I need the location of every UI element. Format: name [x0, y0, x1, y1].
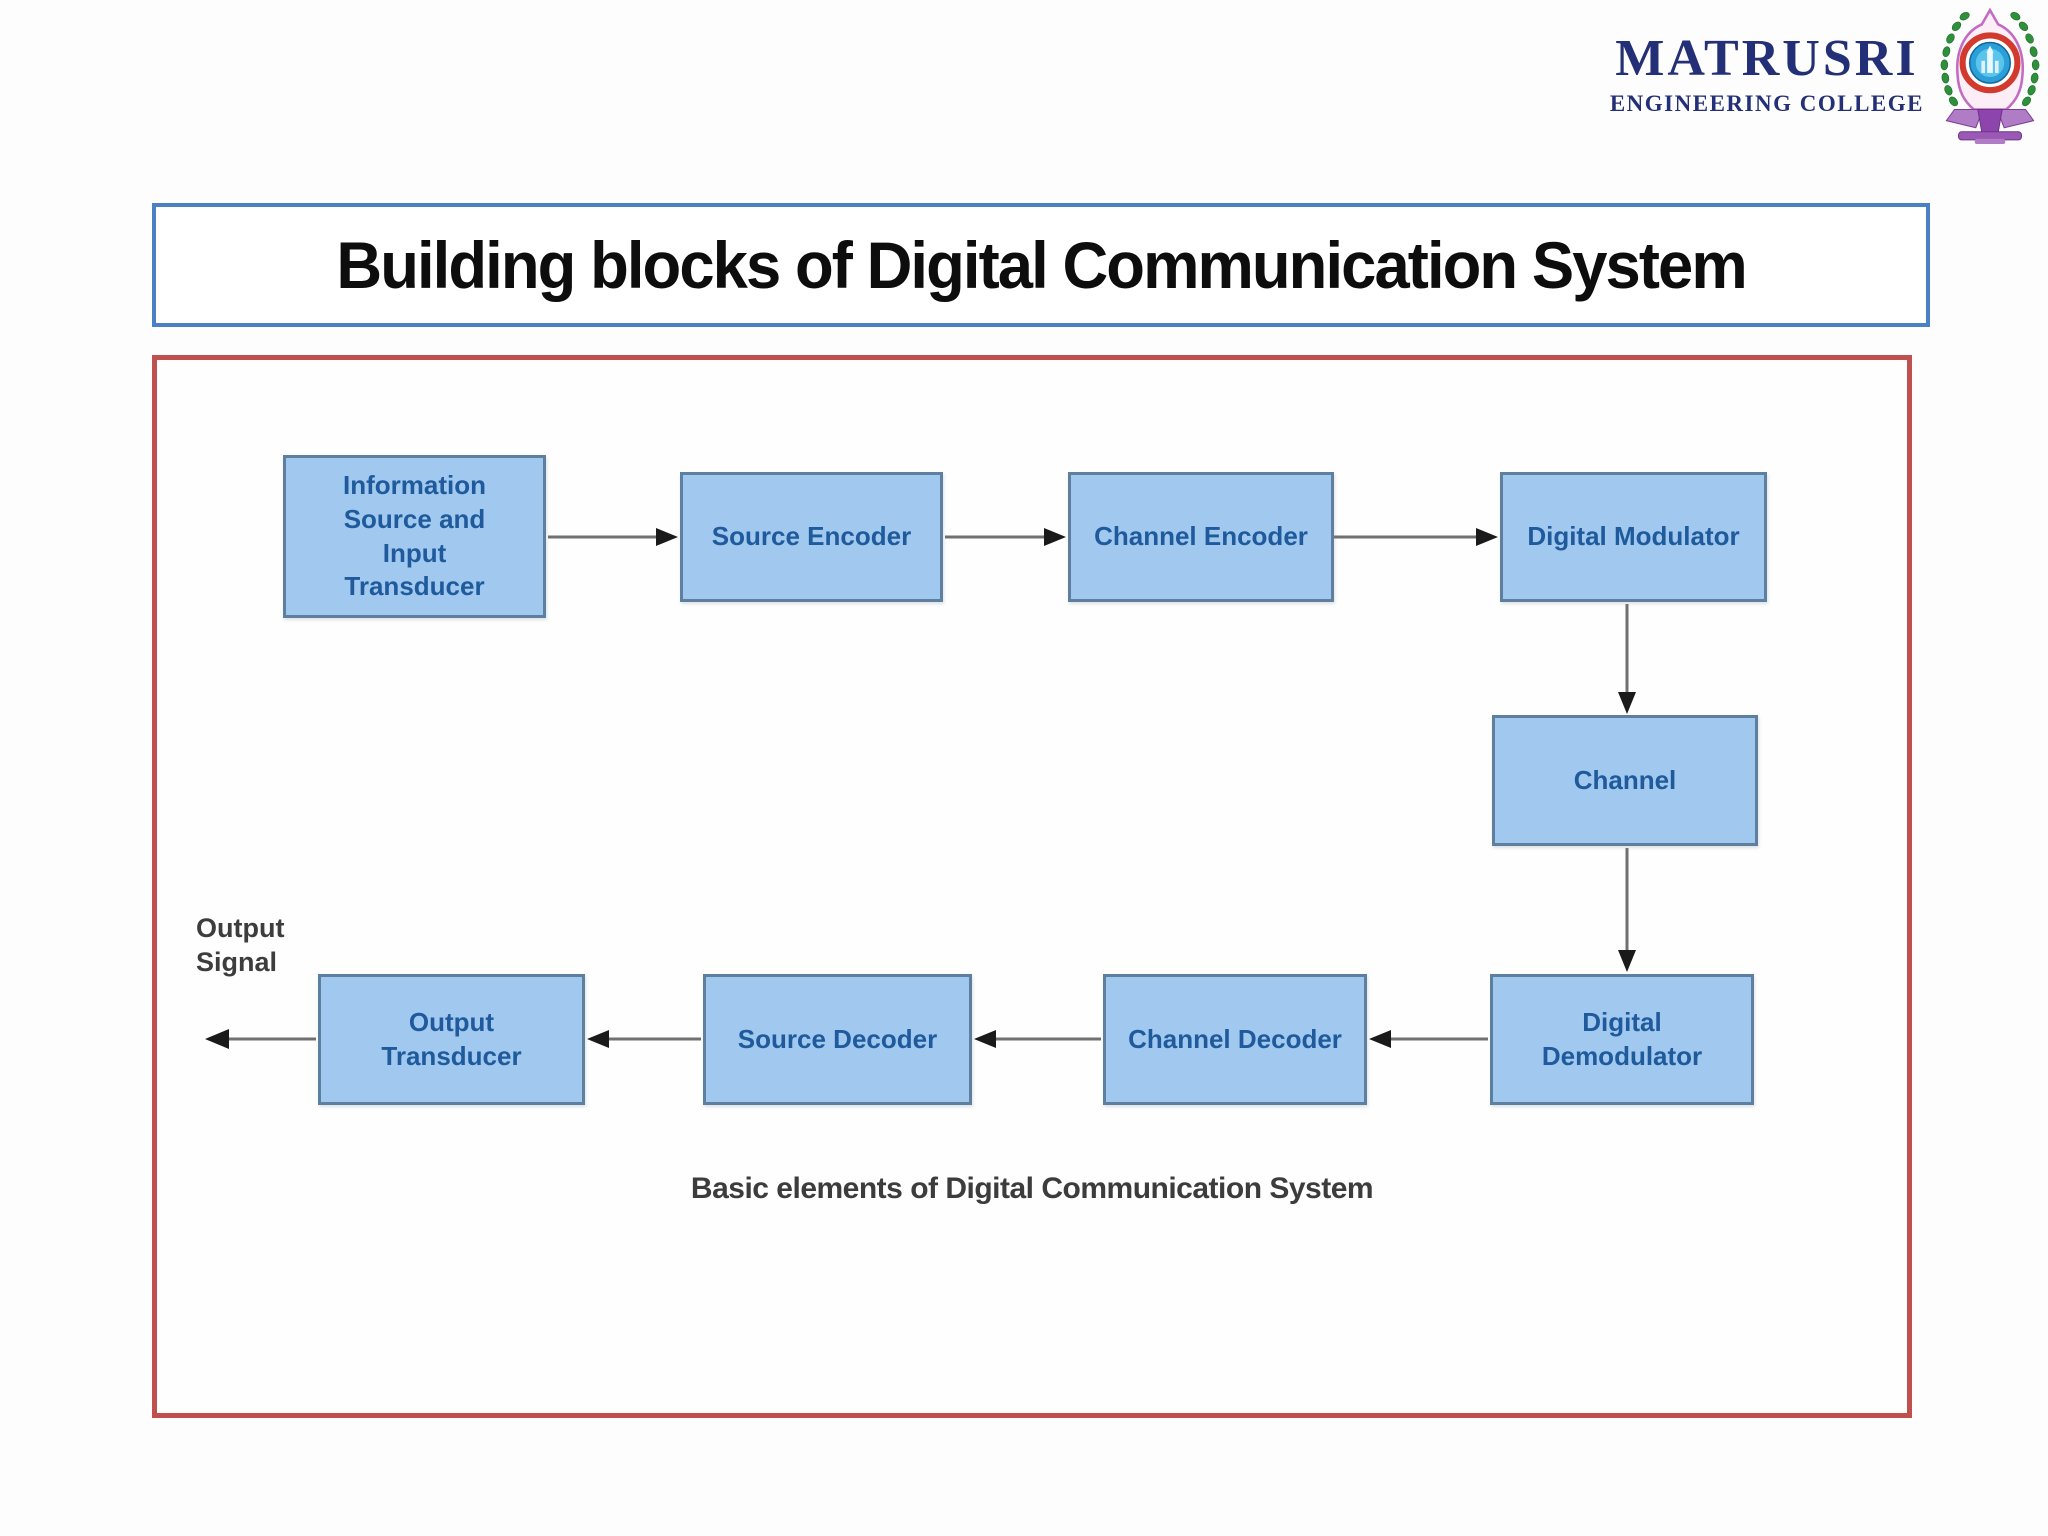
block-information-source: Information Source and Input Transducer	[283, 455, 546, 618]
diagram-caption: Basic elements of Digital Communication …	[690, 1172, 1374, 1205]
college-logo-text: MATRUSRI ENGINEERING COLLEGE	[1610, 33, 1924, 117]
block-channel: Channel	[1492, 715, 1758, 846]
block-output-transducer: Output Transducer	[318, 974, 585, 1105]
block-source-encoder: Source Encoder	[680, 472, 943, 602]
block-digital-modulator: Digital Modulator	[1500, 472, 1767, 602]
block-digital-demodulator: Digital Demodulator	[1490, 974, 1754, 1105]
page-title: Building blocks of Digital Communication…	[336, 228, 1747, 302]
output-signal-label: Output Signal	[196, 913, 285, 977]
block-channel-encoder: Channel Encoder	[1068, 472, 1334, 602]
college-name: MATRUSRI	[1615, 30, 1919, 87]
college-subtitle: ENGINEERING COLLEGE	[1609, 91, 1924, 116]
block-source-decoder: Source Decoder	[703, 974, 972, 1105]
college-logo: MATRUSRI ENGINEERING COLLEGE	[1578, 0, 2048, 150]
college-crest-icon	[1940, 7, 2040, 144]
title-box: Building blocks of Digital Communication…	[152, 203, 1930, 327]
block-channel-decoder: Channel Decoder	[1103, 974, 1367, 1105]
